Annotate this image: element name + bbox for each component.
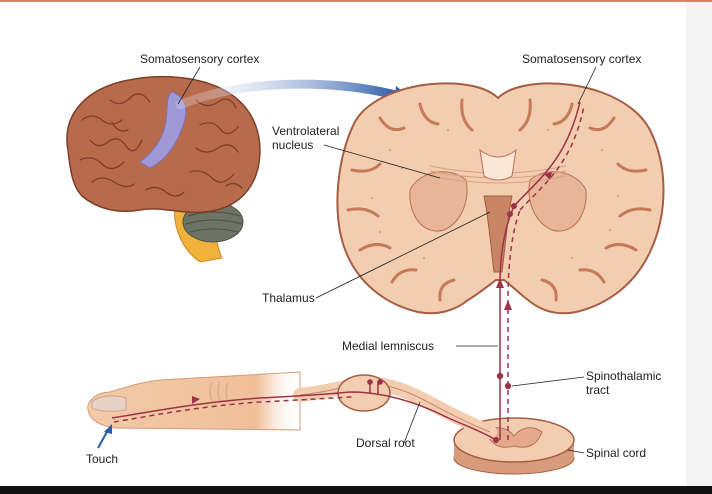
label-medial-lemniscus: Medial lemniscus — [342, 339, 435, 353]
fingernail — [91, 395, 127, 412]
coronal-brain-section — [336, 82, 665, 315]
label-tract: tract — [586, 383, 610, 397]
projection-arrow — [175, 79, 405, 110]
right-margin-bar — [686, 2, 712, 486]
label-somatosensory-cortex-left: Somatosensory cortex — [140, 52, 260, 66]
somatosensory-cortex-highlight — [139, 91, 187, 169]
pathway-nodes — [192, 172, 552, 443]
label-thalamus: Thalamus — [262, 291, 315, 305]
label-ventrolateral: Ventrolateral — [272, 124, 340, 138]
label-spinothalamic: Spinothalamic — [586, 369, 662, 383]
whole-brain-illustration — [66, 75, 261, 263]
touch-arrow — [97, 429, 109, 449]
label-somatosensory-cortex-right: Somatosensory cortex — [522, 52, 642, 66]
top-accent-line — [0, 0, 712, 2]
label-dorsal-root: Dorsal root — [356, 436, 415, 450]
label-touch: Touch — [86, 452, 119, 466]
bottom-bar — [0, 486, 712, 494]
label-spinal-cord: Spinal cord — [586, 446, 647, 460]
leader-lines — [177, 66, 597, 454]
label-nucleus: nucleus — [272, 138, 314, 152]
spinal-cord-section — [293, 374, 575, 475]
